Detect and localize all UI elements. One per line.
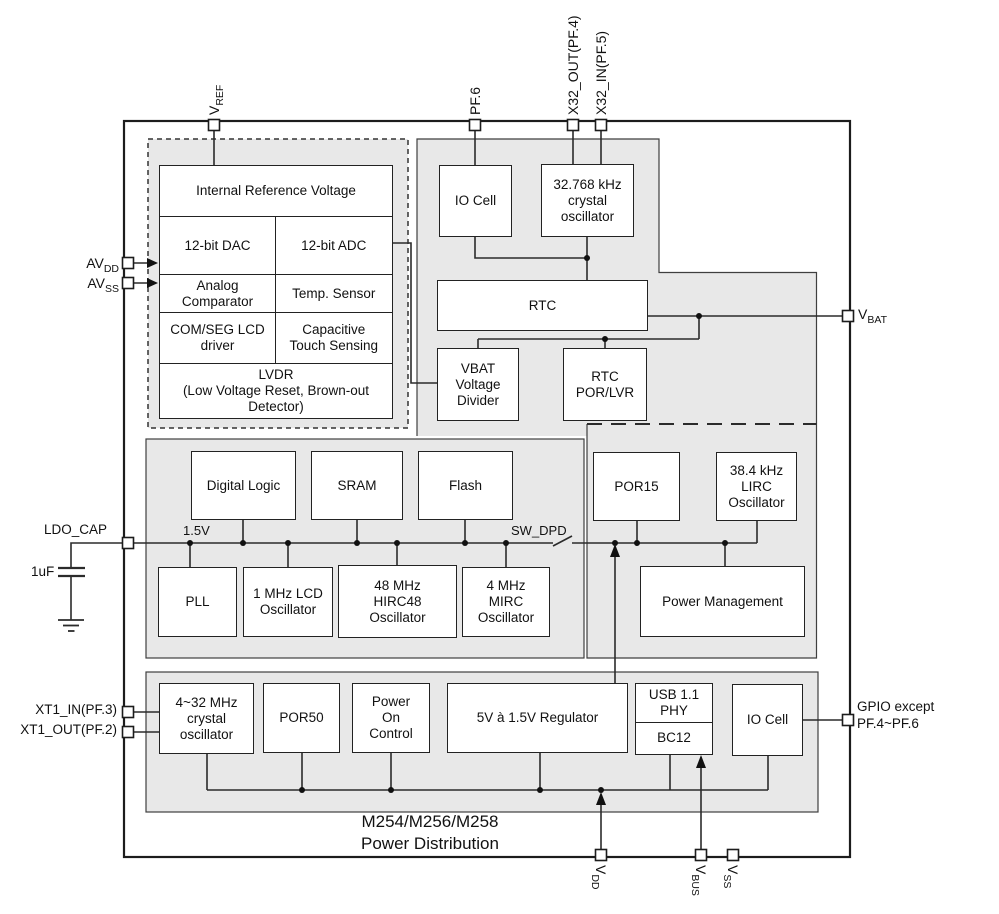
ground-icon (58, 619, 84, 632)
pin-xt1-in (121, 705, 135, 719)
block-vbat-voltage-divider: VBAT Voltage Divider (437, 348, 519, 421)
block-regulator: 5V à 1.5V Regulator (447, 683, 628, 753)
block-hf-crystal-oscillator: 4~32 MHz crystal oscillator (159, 683, 254, 754)
pin-vbat (841, 309, 855, 323)
block-analog-comparator: Analog Comparator (159, 273, 276, 314)
block-io-cell-bottom: IO Cell (732, 684, 803, 756)
block-internal-reference-voltage: Internal Reference Voltage (159, 165, 393, 217)
block-usb-phy: USB 1.1 PHY (635, 683, 713, 723)
pin-x32-in (594, 118, 608, 132)
capacitor-value-label: 1uF (31, 564, 55, 579)
pin-label-xt1-out: XT1_OUT(PF.2) (20, 722, 117, 737)
block-mirc-oscillator: 4 MHz MIRC Oscillator (462, 567, 550, 637)
pin-avdd (121, 256, 135, 270)
block-io-cell-top: IO Cell (439, 165, 512, 237)
block-power-management: Power Management (640, 566, 805, 637)
block-32khz-oscillator: 32.768 kHz crystal oscillator (541, 164, 634, 237)
junction-dots (187, 255, 728, 793)
diagram-title-line1: M254/M256/M258 (361, 812, 499, 831)
pin-label-x32-in: X32_IN(PF.5) (593, 30, 609, 115)
block-12bit-adc: 12-bit ADC (274, 216, 393, 275)
block-por50: POR50 (263, 683, 340, 753)
pin-x32-out (566, 118, 580, 132)
block-flash: Flash (418, 451, 513, 520)
pin-pf6 (468, 118, 482, 132)
block-bc12: BC12 (635, 721, 713, 755)
pin-label-pf6: PF.6 (467, 86, 483, 115)
pin-label-xt1-in: XT1_IN(PF.3) (35, 702, 117, 717)
block-hirc48-oscillator: 48 MHz HIRC48 Oscillator (338, 565, 457, 638)
capacitor-icon (58, 566, 85, 578)
block-sram: SRAM (311, 451, 403, 520)
net-label-1v5: 1.5V (183, 523, 210, 538)
arrowheads (147, 258, 706, 805)
pin-label-vref: VREF (206, 84, 226, 115)
block-digital-logic: Digital Logic (191, 451, 296, 520)
block-lcd-driver: COM/SEG LCD driver (159, 312, 276, 364)
block-power-on-control: Power On Control (352, 683, 430, 753)
pin-vref (207, 118, 221, 132)
pin-vbus (694, 848, 708, 862)
pin-ldo-cap (121, 536, 135, 550)
pin-label-vss: VSS (721, 865, 741, 889)
block-por15: POR15 (593, 452, 680, 521)
diagram-title-line2: Power Distribution (361, 833, 499, 853)
net-label-sw-dpd: SW_DPD (511, 523, 567, 538)
block-rtc: RTC (437, 280, 648, 331)
block-lirc-oscillator: 38.4 kHz LIRC Oscillator (716, 452, 797, 521)
pin-label-avdd: AVDD (86, 255, 119, 275)
pin-squares (121, 118, 855, 862)
pin-xt1-out (121, 725, 135, 739)
pin-vss (726, 848, 740, 862)
pin-label-ldo-cap: LDO_CAP (44, 522, 108, 537)
pin-label-vdd: VDD (589, 865, 609, 890)
diagram-title: M254/M256/M258 Power Distribution (255, 811, 605, 854)
pin-label-x32-out: X32_OUT(PF.4) (565, 15, 581, 115)
block-lcd-oscillator: 1 MHz LCD Oscillator (243, 567, 333, 637)
block-capacitive-touch: Capacitive Touch Sensing (274, 312, 393, 364)
pin-avss (121, 276, 135, 290)
pin-label-avss: AVSS (87, 275, 119, 295)
pin-label-gpio: GPIO except PF.4~PF.6 (857, 699, 935, 731)
block-12bit-dac: 12-bit DAC (159, 216, 276, 275)
block-temp-sensor: Temp. Sensor (274, 273, 393, 314)
block-lvdr: LVDR (Low Voltage Reset, Brown-out Detec… (159, 362, 393, 419)
block-rtc-por-lvr: RTC POR/LVR (563, 348, 647, 421)
pin-gpio (841, 713, 855, 727)
pin-label-vbus: VBUS (689, 865, 709, 896)
block-pll: PLL (158, 567, 237, 637)
pin-label-vbat: VBAT (858, 306, 887, 326)
pin-vdd (594, 848, 608, 862)
